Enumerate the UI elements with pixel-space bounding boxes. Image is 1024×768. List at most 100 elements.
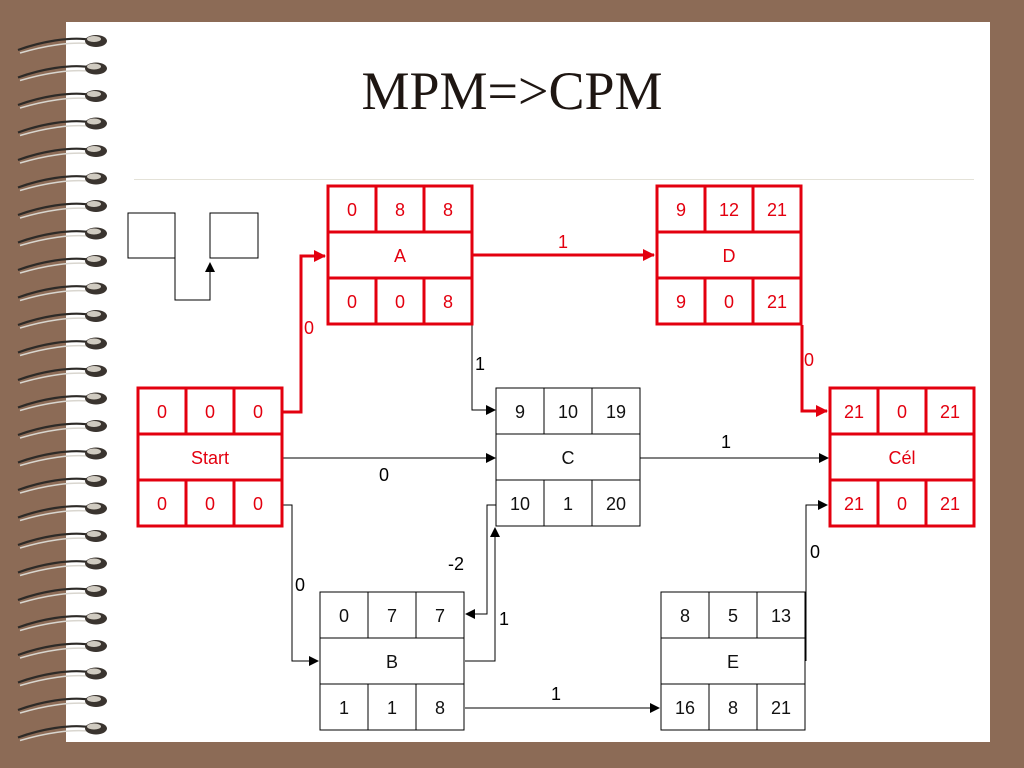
node-top-cell: 0 — [897, 402, 907, 422]
binding-ring — [17, 172, 107, 192]
node-top-cell: 19 — [606, 402, 626, 422]
node-top-cell: 5 — [728, 606, 738, 626]
node-top-cell: 9 — [676, 200, 686, 220]
binding-ring — [17, 255, 107, 274]
node-top-cell: 0 — [339, 606, 349, 626]
node-top-cell: 10 — [558, 402, 578, 422]
node-bottom-cell: 8 — [728, 698, 738, 718]
binding-ring — [17, 640, 107, 659]
edge-b-c — [465, 527, 500, 662]
node-bottom-cell: 21 — [771, 698, 791, 718]
binding-ring — [17, 722, 107, 742]
node-name: E — [727, 652, 739, 672]
edge-label-c-cel: 1 — [721, 432, 731, 452]
node-name: C — [562, 448, 575, 468]
node-bottom-cell: 9 — [676, 292, 686, 312]
node-bottom-cell: 20 — [606, 494, 626, 514]
node-top-cell: 0 — [205, 402, 215, 422]
binding-ring — [17, 310, 107, 329]
node-bottom-cell: 8 — [435, 698, 445, 718]
node-name: Start — [191, 448, 229, 468]
edge-label-start-c: 0 — [379, 465, 389, 485]
binding-ring — [17, 667, 107, 687]
node-bottom-cell: 0 — [347, 292, 357, 312]
binding-ring — [17, 200, 107, 219]
binding-ring — [17, 117, 107, 137]
node-bottom-cell: 0 — [205, 494, 215, 514]
node-name: B — [386, 652, 398, 672]
edge-label-b-e: 1 — [551, 684, 561, 704]
binding-ring — [17, 62, 107, 82]
binding-ring — [17, 420, 107, 439]
edge-label-e-cel: 0 — [810, 542, 820, 562]
edge-label-a-c: 1 — [475, 354, 485, 374]
node-top-cell: 0 — [253, 402, 263, 422]
binding-ring — [17, 530, 107, 549]
node-box — [495, 387, 641, 527]
edge-a-c — [471, 325, 496, 415]
binding-ring — [17, 365, 107, 384]
node-bottom-cell: 1 — [563, 494, 573, 514]
slide-title: MPM=>CPM — [361, 61, 663, 121]
node-bottom-cell: 21 — [940, 494, 960, 514]
binding-ring — [17, 502, 107, 522]
binding-ring — [17, 392, 107, 412]
slide-paper — [66, 22, 990, 742]
legend-symbol — [127, 212, 259, 301]
binding-ring — [17, 557, 107, 577]
node-box — [660, 591, 806, 731]
binding-ring — [17, 447, 107, 467]
binding-ring — [17, 282, 107, 302]
node-name: Cél — [888, 448, 915, 468]
edge-label-a-d: 1 — [558, 232, 568, 252]
node-bottom-cell: 0 — [724, 292, 734, 312]
node-bottom-cell: 0 — [253, 494, 263, 514]
node-c: 9 10 19C 10 1 20 — [495, 387, 641, 527]
binding-ring — [17, 227, 107, 247]
node-top-cell: 9 — [515, 402, 525, 422]
edge-label-start-b: 0 — [295, 575, 305, 595]
node-top-cell: 0 — [347, 200, 357, 220]
node-bottom-cell: 0 — [897, 494, 907, 514]
node-box — [326, 184, 474, 326]
binding-ring — [17, 585, 107, 604]
node-name: D — [723, 246, 736, 266]
node-top-cell: 8 — [680, 606, 690, 626]
title-divider — [134, 179, 974, 180]
node-bottom-cell: 10 — [510, 494, 530, 514]
edge-e-cel — [805, 500, 828, 661]
edge-start-a — [283, 250, 326, 414]
node-box — [655, 184, 803, 326]
binding-ring — [17, 35, 107, 54]
node-top-cell: 21 — [940, 402, 960, 422]
node-bottom-cell: 1 — [387, 698, 397, 718]
node-bottom-cell: 0 — [395, 292, 405, 312]
edge-label-start-a: 0 — [304, 318, 314, 338]
node-bottom-cell: 1 — [339, 698, 349, 718]
edge-start-b — [283, 504, 319, 666]
edge-label-c-b: -2 — [448, 554, 464, 574]
binding-ring — [17, 612, 107, 632]
edge-label-d-cel: 0 — [804, 350, 814, 370]
node-top-cell: 7 — [435, 606, 445, 626]
node-box — [136, 386, 284, 528]
node-name: A — [394, 246, 406, 266]
edge-label-b-c: 1 — [499, 609, 509, 629]
node-top-cell: 13 — [771, 606, 791, 626]
edge-c-b — [465, 504, 496, 619]
node-top-cell: 21 — [844, 402, 864, 422]
node-top-cell: 12 — [719, 200, 739, 220]
node-top-cell: 8 — [443, 200, 453, 220]
node-top-cell: 8 — [395, 200, 405, 220]
binding-ring — [17, 90, 107, 109]
node-bottom-cell: 16 — [675, 698, 695, 718]
binding-ring — [17, 475, 107, 494]
edge-d-cel — [800, 325, 828, 417]
binding-ring — [17, 145, 107, 164]
